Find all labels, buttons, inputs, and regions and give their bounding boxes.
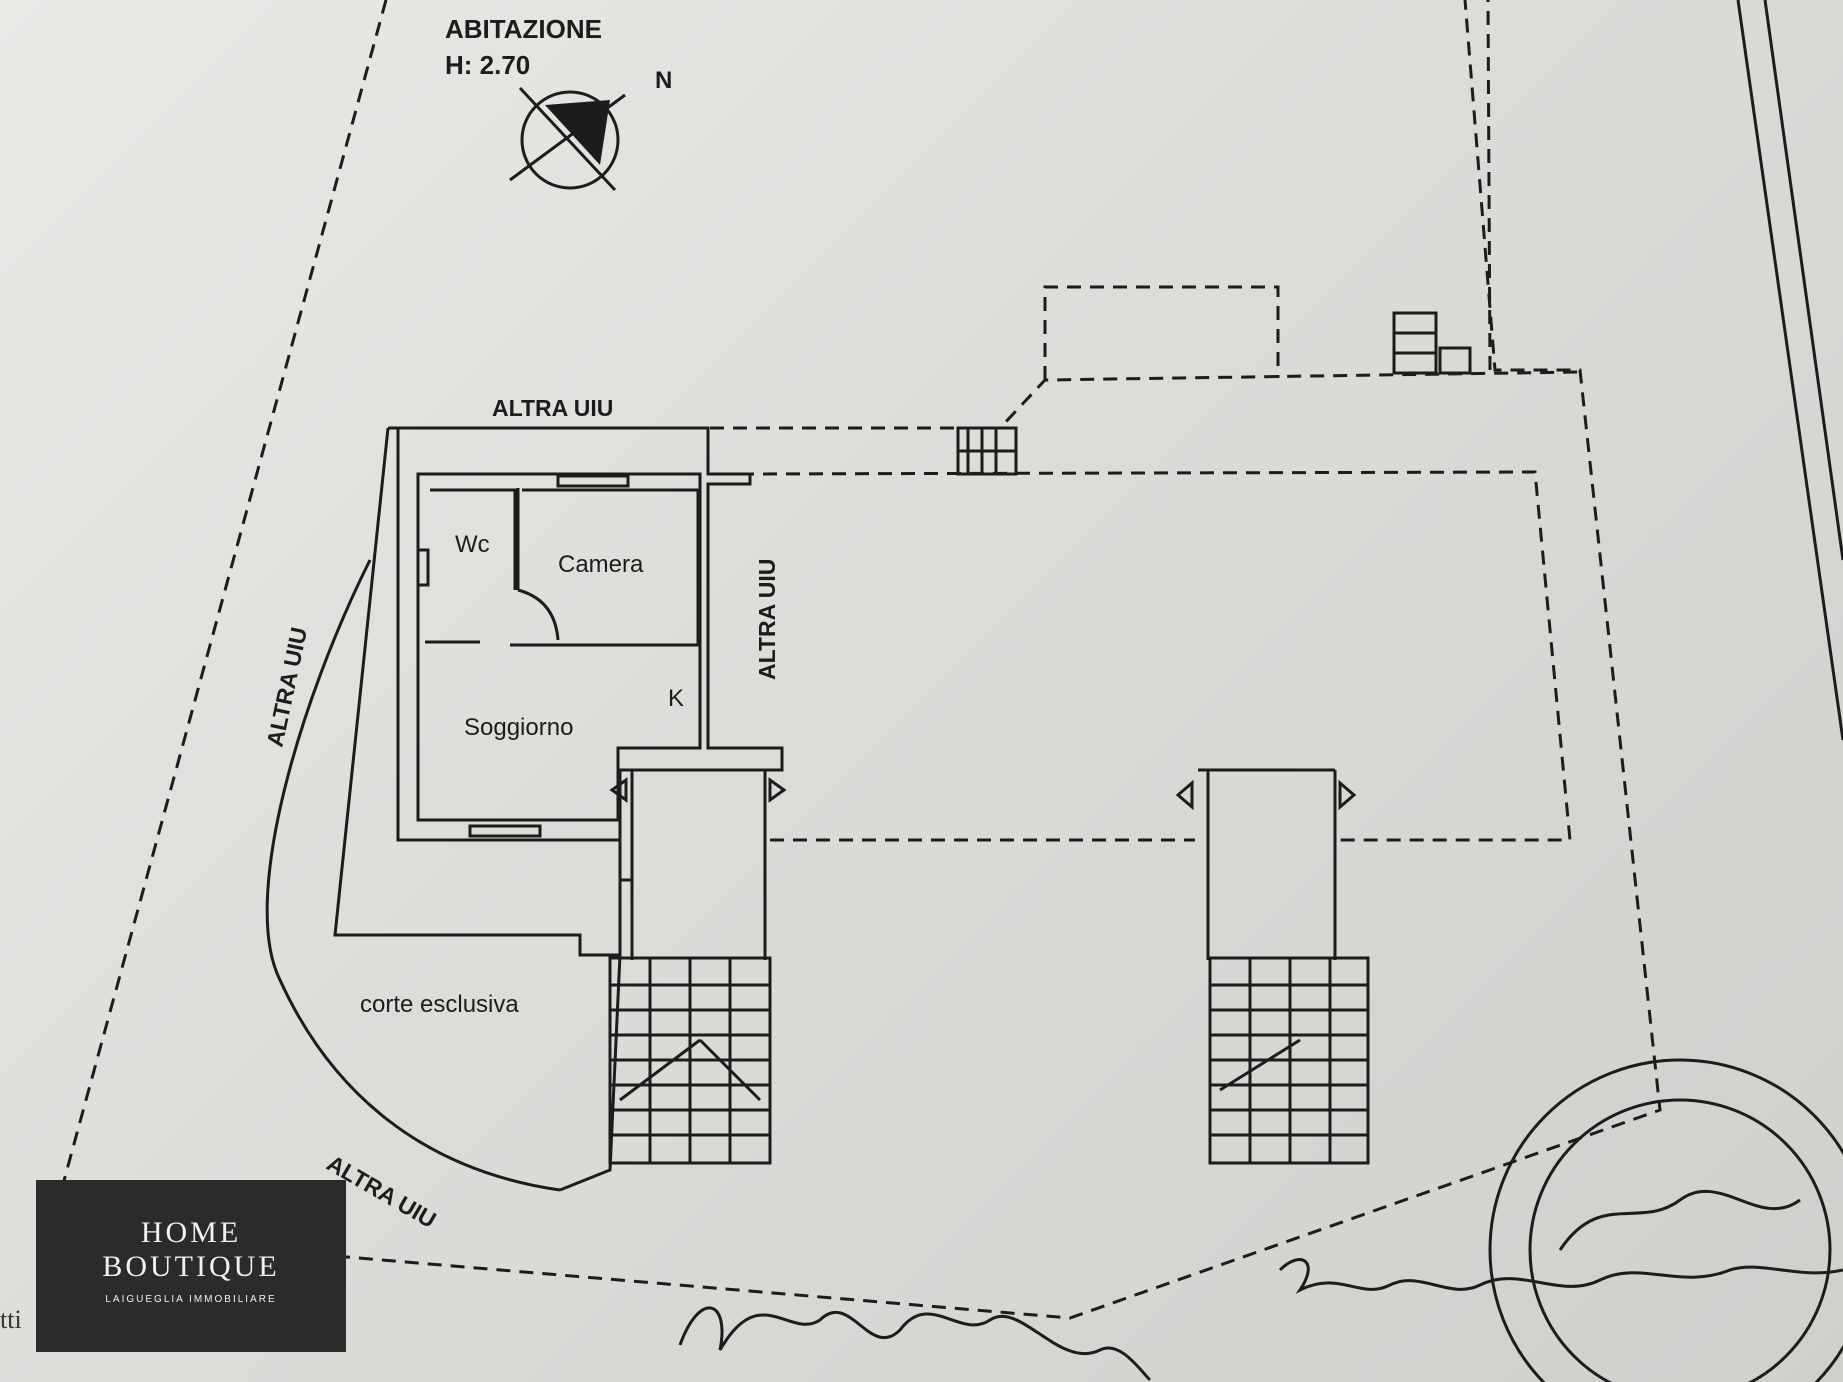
left-walkway	[620, 770, 767, 960]
official-stamp	[1488, 1058, 1843, 1382]
corte-curve	[265, 559, 561, 1192]
dashed-inner	[739, 470, 1572, 842]
door-arc-camera	[517, 588, 560, 641]
room-soggiorno: Soggiorno	[464, 714, 573, 741]
right-staircase	[1208, 956, 1370, 1165]
window-bottom	[468, 824, 542, 838]
inner-wall	[416, 472, 702, 822]
arrow-right-b	[1338, 779, 1357, 811]
height-label: H: 2.70	[445, 50, 530, 80]
window-left	[416, 548, 430, 587]
logo-line-boutique: BOUTIQUE	[102, 1250, 280, 1283]
arrow-left-a	[609, 777, 628, 803]
dashed-link	[1486, 0, 1492, 371]
wc-box	[430, 488, 517, 590]
corte-boundary	[333, 427, 622, 957]
altra-uiu-left: ALTRA UIU	[261, 625, 312, 749]
signature-right	[1278, 1258, 1843, 1294]
dashed-shed	[1043, 285, 1280, 380]
stair-icon-top	[956, 426, 1018, 476]
altra-uiu-middle: ALTRA UIU	[754, 559, 780, 680]
signature-left	[678, 1306, 1152, 1382]
window-top	[556, 474, 630, 488]
room-camera: Camera	[558, 551, 644, 578]
right-walkway	[1198, 768, 1337, 960]
altra-uiu-top: ALTRA UIU	[492, 395, 613, 421]
room-wc: Wc	[455, 531, 490, 558]
north-arrow-icon	[509, 86, 626, 192]
arrow-left-b	[768, 777, 787, 803]
corte-right	[559, 954, 622, 1192]
brand-logo: HOME BOUTIQUE LAIGUEGLIA IMMOBILIARE	[36, 1180, 346, 1352]
corridor-wall	[425, 640, 700, 647]
arrow-right-a	[1175, 779, 1194, 811]
logo-line-home: HOME	[140, 1216, 242, 1249]
room-corte: corte esclusiva	[360, 991, 519, 1018]
plan-title: ABITAZIONE	[445, 14, 602, 44]
page-fragment-text: tti	[0, 1305, 22, 1334]
room-kitchen: K	[668, 685, 684, 712]
north-label: N	[655, 67, 672, 94]
right-edge-line	[1736, 0, 1843, 741]
left-staircase	[608, 956, 772, 1165]
right-edge-line-2	[1763, 0, 1843, 561]
dashed-terrace	[710, 370, 1581, 430]
camera-box	[522, 488, 700, 645]
logo-line-subtitle: LAIGUEGLIA IMMOBILIARE	[105, 1294, 277, 1305]
stair-icon-right	[1392, 311, 1472, 375]
